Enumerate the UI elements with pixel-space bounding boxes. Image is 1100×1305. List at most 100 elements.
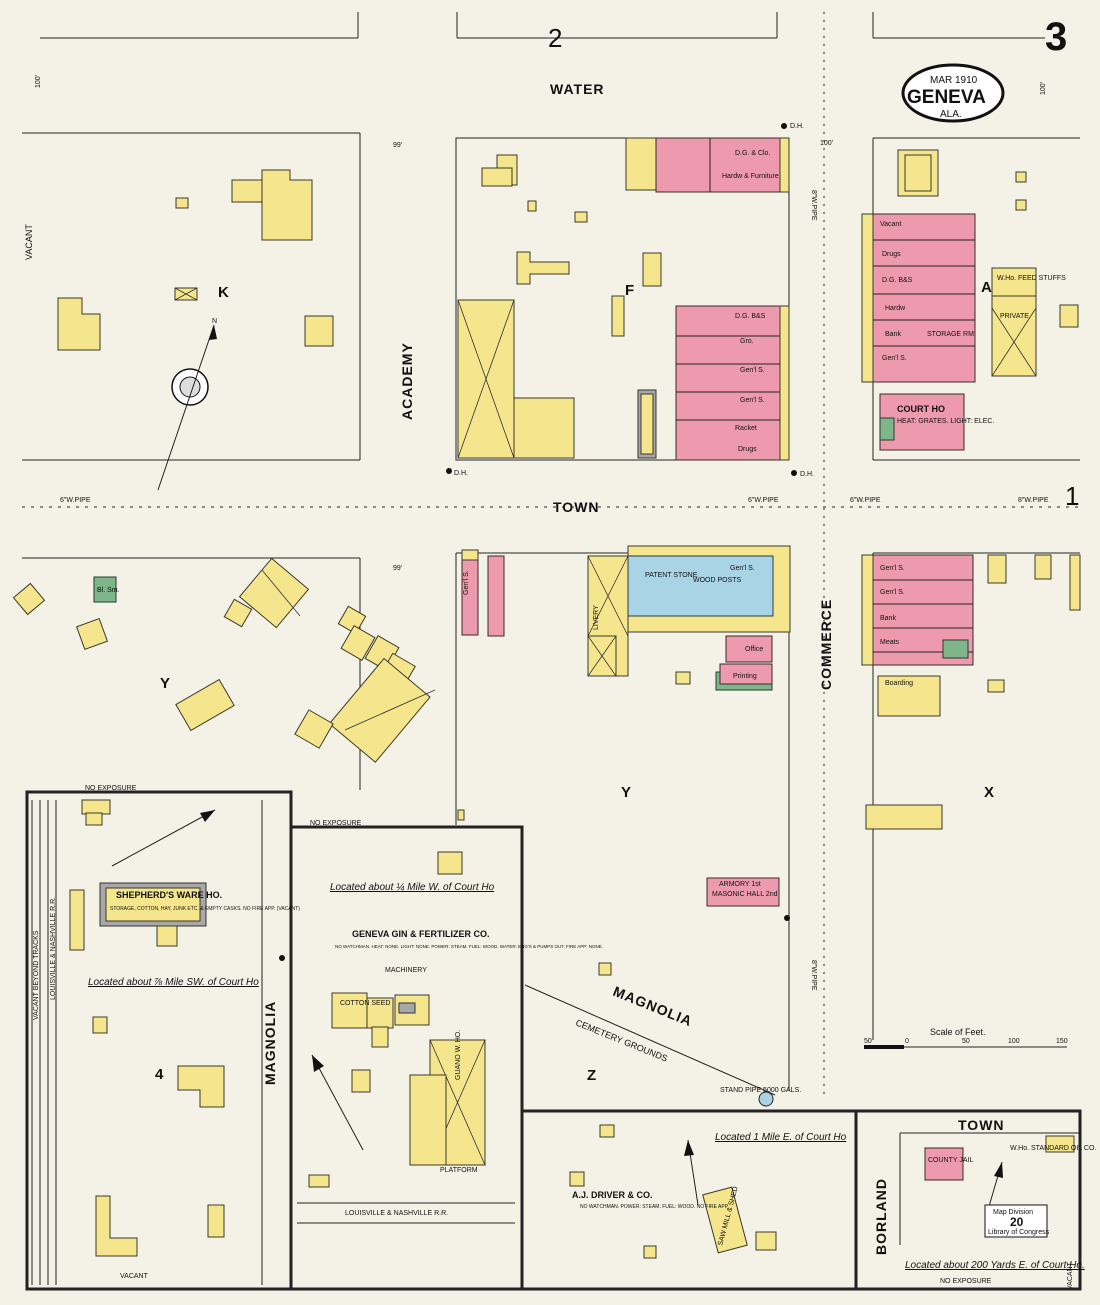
bldg-geneva-gin: GENEVA GIN & FERTILIZER CO.: [352, 929, 490, 939]
block-letter-x: X: [984, 784, 994, 801]
bldg-boarding: Boarding: [885, 680, 913, 687]
scale-tick-5: 0: [905, 1038, 909, 1045]
block-y-mid-buildings: [457, 545, 791, 976]
bldg-bank-x: Bank: [880, 615, 896, 622]
block-x-buildings: [861, 554, 1081, 830]
distance-100-b: 100': [35, 75, 42, 88]
block-letter-f: F: [625, 282, 634, 299]
street-magnolia-inset: MAGNOLIA: [262, 1001, 278, 1085]
top-border-lines: [40, 12, 1045, 39]
bldg-drugs-f: Drugs: [738, 446, 757, 453]
pipe-label-6: 8"W.PIPE: [810, 960, 817, 991]
bldg-genl-s-f1: Gen'l S.: [740, 367, 765, 374]
bldg-court-ho: COURT HO: [897, 404, 945, 414]
block-letter-a: A: [981, 279, 992, 296]
bldg-genl-s-f2: Gen'l S.: [740, 397, 765, 404]
bldg-storage-rm: STORAGE RM.: [927, 331, 976, 338]
bldg-genl-s-y2: Gen'l S.: [463, 570, 470, 595]
block-outlines: [22, 12, 1080, 1100]
map-division-line1: Map Division: [993, 1209, 1033, 1216]
bldg-genl-s-x2: Gen'l S.: [880, 589, 905, 596]
street-town: TOWN: [553, 499, 600, 515]
bldg-vacant-a: Vacant: [880, 221, 901, 228]
bldg-private: PRIVATE: [1000, 313, 1029, 320]
block-k-buildings: [57, 169, 334, 351]
bldg-bank-a: Bank: [885, 331, 901, 338]
pipe-label-5: 8"W.PIPE: [810, 190, 817, 221]
bldg-platform: PLATFORM: [440, 1167, 478, 1174]
bldg-dg-bs: D.G. B&S: [735, 313, 766, 320]
no-exposure-1: NO EXPOSURE: [85, 785, 137, 792]
label-louisville-rr-2: LOUISVILLE & NASHVILLE R.R.: [345, 1210, 448, 1217]
note-200yds-court-ho: Located about 200 Yards E. of Court Ho.: [905, 1260, 1085, 1271]
block-number-4: 4: [155, 1066, 164, 1083]
bldg-aj-driver-note: NO WATCHMAN. POWER: STEAM. FUEL: WOOD. N…: [580, 1204, 729, 1210]
pipe-label-2: 6"W.PIPE: [748, 497, 779, 504]
bldg-dg-clo: D.G. & Clo.: [735, 150, 770, 157]
block-letter-y-mid: Y: [621, 784, 631, 801]
vacant-left-label: VACANT: [24, 224, 34, 260]
bldg-armory: ARMORY 1st: [719, 881, 761, 888]
label-vacant-beyond: VACANT BEYOND TRACKS: [33, 930, 40, 1020]
bldg-wh-standard: W.Ho. STANDARD OIL CO.: [1010, 1145, 1096, 1152]
bldg-machinery: MACHINERY: [385, 967, 427, 974]
block-f-buildings: [457, 137, 790, 461]
pipe-label-1: 6"W.PIPE: [60, 497, 91, 504]
map-division-line3: Library of Congress: [988, 1229, 1050, 1236]
bldg-gro: Gro.: [740, 338, 754, 345]
map-division-sheet: 20: [1010, 1215, 1024, 1229]
adjacent-sheet-east: 1: [1065, 481, 1079, 511]
dh-f-1: D.H.: [790, 123, 804, 130]
svg-text:N: N: [212, 318, 217, 325]
adjacent-sheet-north: 2: [548, 23, 562, 53]
street-water: WATER: [550, 81, 605, 97]
bldg-guano: GUANO W. HO.: [455, 1030, 462, 1080]
bldg-genl-s-x1: Gen'l S.: [880, 565, 905, 572]
no-exposure-3: NO EXPOSURE: [940, 1278, 992, 1285]
street-commerce: COMMERCE: [818, 599, 834, 690]
block-a-buildings: [861, 149, 1079, 451]
bldg-wh-feed: W.Ho. FEED STUFFS: [997, 275, 1066, 282]
note-quarter-w-court-ho: Located about ¼ Mile W. of Court Ho: [330, 881, 495, 893]
inset-aj-driver: [569, 1124, 777, 1259]
distance-99-a: 99': [393, 142, 402, 149]
scale-bar: Scale of Feet. 50 0 50 100 150: [864, 1027, 1068, 1049]
bldg-cotton-seed: COTTON SEED: [340, 1000, 390, 1007]
bldg-bl-sm: Bl. Sm.: [97, 587, 120, 594]
inset-frames: [25, 790, 1082, 1291]
scale-tick-8: 150: [1056, 1038, 1068, 1045]
distance-100-a: 100': [820, 140, 833, 147]
bldg-gin-note: NO WATCHMAN. HEAT: NONE. LIGHT: NONE. PO…: [335, 944, 603, 949]
cartouche-city: GENEVA: [907, 87, 986, 108]
note-sw-court-ho: Located about ⅞ Mile SW. of Court Ho: [88, 977, 259, 988]
scale-tick-7: 100: [1008, 1038, 1020, 1045]
cemetery-label: CEMETERY GROUNDS: [574, 1018, 669, 1064]
bldg-hardw: Hardw: [885, 305, 906, 312]
bldg-wood-posts: WOOD POSTS: [693, 577, 742, 584]
bldg-genl-s-a: Gen'l S.: [882, 355, 907, 362]
cartouche-state: ALA.: [940, 109, 962, 120]
no-exposure-2: NO EXPOSURE: [310, 820, 362, 827]
sheet-number: 3: [1045, 15, 1067, 59]
bldg-masonic: MASONIC HALL 2nd: [712, 891, 778, 898]
scale-label: Scale of Feet.: [930, 1027, 986, 1037]
stand-pipe-label: STAND PIPE 5000 GALS.: [720, 1087, 801, 1094]
bldg-printing: Printing: [733, 673, 757, 680]
distance-100-c: 100': [1040, 82, 1047, 95]
block-letter-y-left: Y: [160, 675, 170, 692]
bldg-racket: Racket: [735, 425, 757, 432]
label-vacant-bottom: VACANT: [120, 1273, 149, 1280]
bldg-court-ho-note: HEAT: GRATES. LIGHT: ELEC.: [897, 418, 994, 425]
inset-shepherds: [31, 799, 285, 1285]
label-louisville-rr-1: LOUISVILLE & NASHVILLE R.R.: [50, 897, 57, 1000]
bldg-shepherds: SHEPHERD'S WARE HO.: [116, 890, 222, 900]
bldg-county-jail: COUNTY JAIL: [928, 1157, 973, 1164]
bldg-meats: Meats: [880, 639, 900, 646]
street-borland: BORLAND: [873, 1178, 889, 1255]
bldg-patent-stone: PATENT STONE: [645, 572, 698, 579]
block-y-left-buildings: [12, 557, 436, 763]
bldg-genl-s-y1: Gen'l S.: [730, 565, 755, 572]
compass-rose: N: [157, 318, 217, 491]
bldg-aj-driver: A.J. DRIVER & CO.: [572, 1190, 653, 1200]
